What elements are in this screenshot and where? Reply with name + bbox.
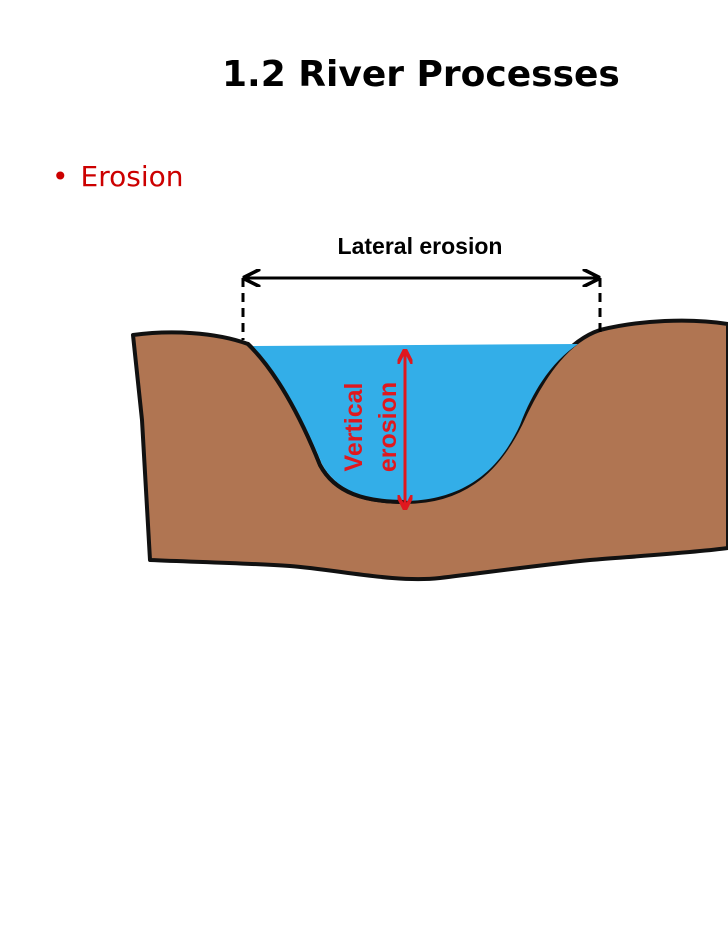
- lateral-erosion-label: Lateral erosion: [338, 233, 503, 259]
- bullet-item-erosion: • Erosion: [52, 160, 183, 193]
- bullet-text: Erosion: [80, 160, 184, 193]
- vertical-erosion-label-line2: erosion: [374, 382, 402, 472]
- slide-title: 1.2 River Processes: [222, 54, 620, 95]
- left-bank-outline: [246, 342, 407, 504]
- bullet-dot-icon: •: [52, 160, 69, 193]
- vertical-erosion-label-line1: Vertical: [340, 383, 368, 472]
- river-water: [250, 344, 578, 501]
